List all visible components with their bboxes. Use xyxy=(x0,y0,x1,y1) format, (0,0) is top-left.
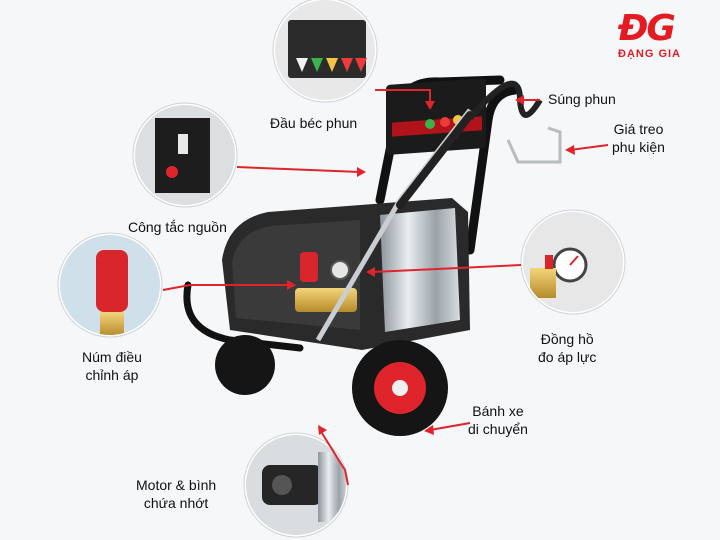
label-pressure-knob: Núm điều chỉnh áp xyxy=(82,349,142,383)
label-nozzle-tips: Đầu béc phun xyxy=(270,115,358,131)
callout-arrows xyxy=(162,89,609,486)
detail-circle-pressure-gauge xyxy=(520,209,626,315)
brand-name: ĐẠNG GIA xyxy=(618,48,681,60)
brand-logo: ĐG ĐẠNG GIA xyxy=(612,8,712,66)
detail-circle-nozzles xyxy=(272,0,378,103)
detail-circle-power-switch xyxy=(132,102,238,208)
label-pressure-gauge: Đồng hồ đo áp lực xyxy=(538,331,597,365)
label-motor: Motor & bình chứa nhớt xyxy=(136,477,217,511)
label-spray-gun: Súng phun xyxy=(548,91,616,107)
label-accessory-rack: Giá treo phụ kiện xyxy=(612,121,665,155)
detail-circle-pressure-knob xyxy=(57,232,163,338)
machine-body xyxy=(183,75,562,436)
arrow-heads xyxy=(287,95,575,435)
label-power-switch: Công tắc nguồn xyxy=(128,219,227,235)
brand-mark: ĐG xyxy=(618,8,676,49)
label-wheels: Bánh xe di chuyển xyxy=(468,403,528,437)
